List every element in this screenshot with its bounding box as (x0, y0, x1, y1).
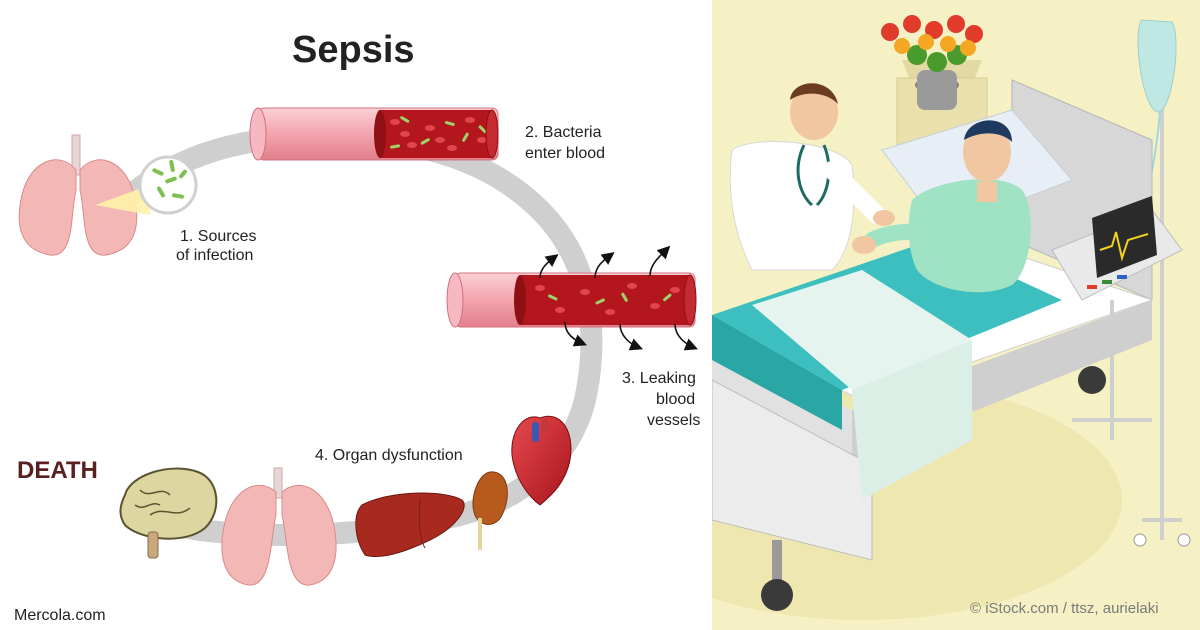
blood-vessel-leaking (446, 272, 697, 328)
step-1-line-2: of infection (176, 247, 253, 264)
step-4-label: 4. Organ dysfunction (315, 447, 463, 464)
sepsis-diagram: Sepsis 1. Sources of infection (14, 29, 700, 624)
diagram-credit: Mercola.com (14, 607, 106, 624)
step-3-line-2: blood (656, 391, 695, 408)
step-3-line-3: vessels (647, 412, 700, 429)
hospital-illustration-panel: © iStock.com / ttsz, aurielaki (712, 0, 1200, 630)
blood-vessel-infected (249, 107, 499, 161)
flower-vase-icon (881, 15, 988, 149)
brain-icon (119, 467, 218, 559)
step-2-line-1: 2. Bacteria (525, 124, 602, 141)
doctor-figure (729, 83, 895, 271)
vital-signs-monitor-icon (1051, 196, 1183, 440)
lungs-source-icon (18, 134, 150, 256)
diagram-title: Sepsis (292, 29, 415, 71)
lungs-organ-icon (221, 467, 337, 586)
leak-arrows (539, 245, 698, 351)
step-1-line-1: 1. Sources (180, 228, 256, 245)
patient-figure (852, 120, 1031, 293)
outcome-label: DEATH (17, 457, 98, 484)
step-3-line-1: 3. Leaking (622, 370, 696, 387)
kidney-icon (472, 471, 508, 550)
bacteria-magnifier-icon (138, 155, 198, 215)
heart-icon (511, 415, 572, 506)
sepsis-diagram-panel: Sepsis 1. Sources of infection (14, 29, 701, 624)
liver-icon (355, 492, 465, 558)
photo-credit: © iStock.com / ttsz, aurielaki (970, 600, 1159, 617)
step-2-line-2: enter blood (525, 145, 605, 162)
hospital-illustration: © iStock.com / ttsz, aurielaki (712, 0, 1200, 630)
